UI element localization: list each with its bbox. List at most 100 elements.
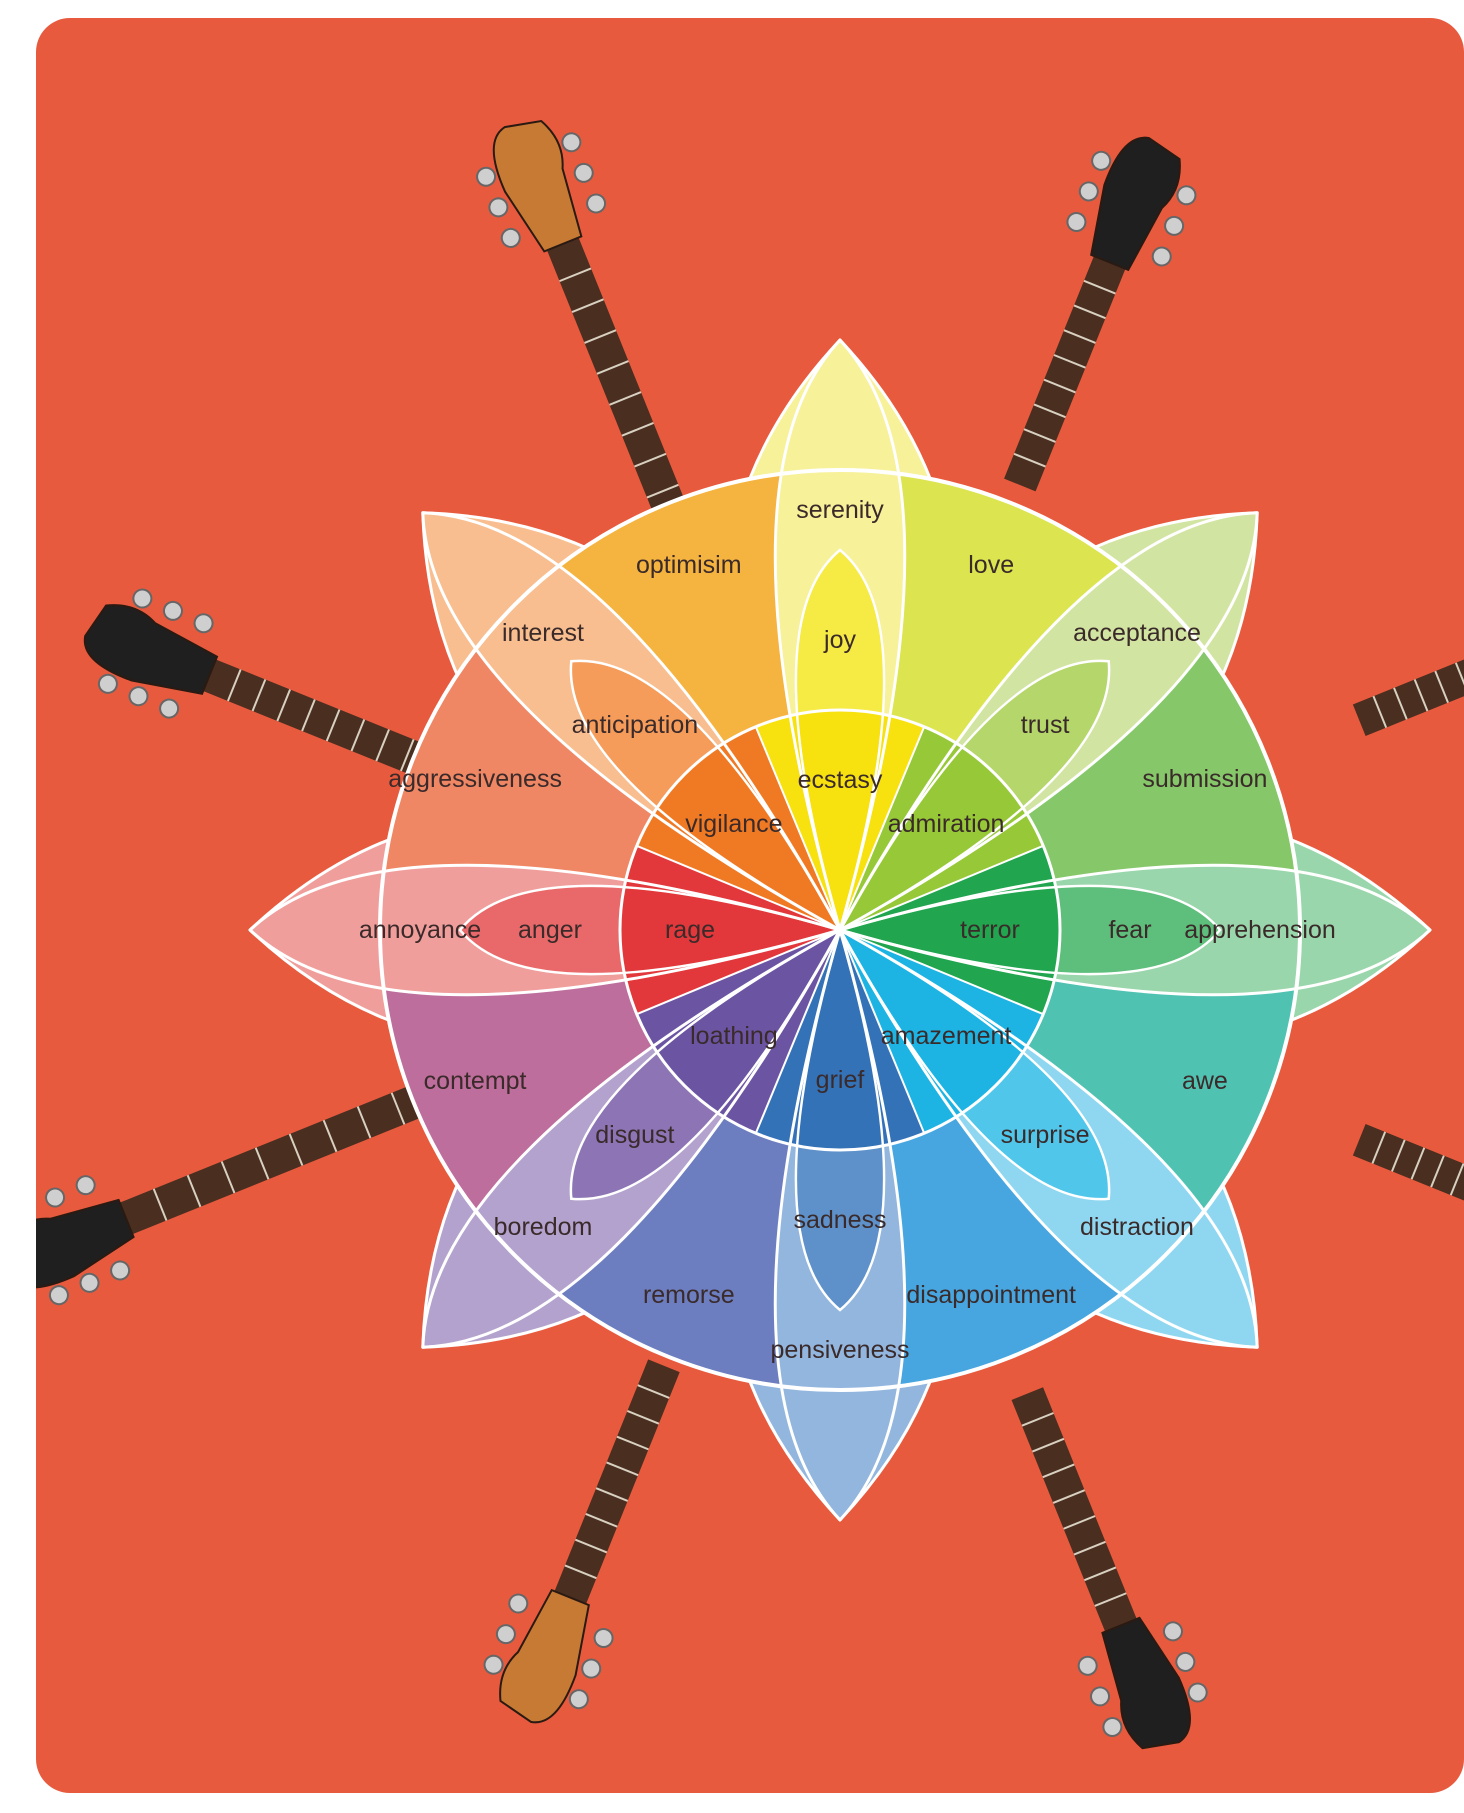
guitar-fret [1434,670,1449,704]
label-apprehension: apprehension [1184,916,1336,944]
guitar-tuning-peg [581,1658,602,1679]
guitar-tuning-peg [1090,1686,1111,1707]
label-acceptance: acceptance [1073,619,1201,647]
label-distraction: distraction [1080,1213,1194,1241]
guitar-tuning-peg [1175,1651,1196,1672]
guitar-tuning-peg [1102,1716,1123,1737]
guitar-top-left [476,119,691,529]
guitar-tuning-peg [45,1187,66,1208]
guitar-fret [1052,1489,1086,1504]
label-love: love [968,551,1014,579]
guitar-tuning-peg [97,673,118,694]
core-divider [636,929,841,1016]
petal-outline [838,511,1259,932]
poster-panel: ecstasyjoyserenityadmirationtrustaccepta… [13,18,1464,1793]
label-aggressiveness: aggressiveness [388,765,562,793]
plutchik-wheel: ecstasyjoyserenityadmirationtrustaccepta… [248,338,1432,1522]
inner-ring [618,708,1062,1152]
label-grief: grief [816,1066,865,1094]
guitar-fret [390,1092,406,1125]
guitar-fret [350,719,366,752]
label-anger: anger [518,916,582,944]
guitar-fret [1393,687,1408,720]
guitar-fret [220,1161,236,1194]
guitar-tuning-peg [13,1198,36,1221]
guitar-tuning-peg [193,613,214,634]
guitar-fret [564,1564,597,1580]
guitar-tuning-peg [48,1285,69,1306]
guitar-fret [1043,378,1076,394]
label-rage: rage [665,916,715,944]
guitar-headstock [36,1198,135,1289]
petal-inner-anticipation [636,726,840,930]
guitar-tuning-peg [1187,1682,1208,1703]
core-divider [839,726,926,931]
guitar-fret [1073,304,1106,320]
guitar-fret [596,360,629,375]
petal-inner-surprise [840,930,1044,1134]
label-awe: awe [1182,1067,1228,1095]
guitar-fret [325,709,341,742]
guitar-tuning-peg [1091,150,1112,171]
label-fear: fear [1108,916,1151,944]
core-divider [839,929,926,1134]
label-disgust: disgust [595,1121,674,1149]
label-disappointment: disappointment [906,1281,1076,1309]
guitar-fret [1021,1412,1054,1427]
guitar-fret [1410,1147,1426,1180]
label-contempt: contempt [424,1067,527,1095]
guitar-tuning-peg [1078,181,1099,202]
guitar-fret [1033,403,1066,419]
core-divider [754,726,841,931]
guitar-fret [637,1384,670,1399]
guitar-fret [254,1147,270,1180]
guitar-fret [1083,1566,1117,1582]
guitar-fret [375,729,390,762]
label-anticipation: anticipation [572,711,698,739]
label-loathing: loathing [690,1022,778,1050]
guitar-fret [1391,1139,1406,1172]
guitar-fret [574,1538,608,1554]
guitar-tuning-peg [1162,1621,1183,1642]
guitar-fret [251,679,267,712]
band-outline [794,925,886,1312]
petal-outline [421,928,842,1349]
guitar-fret [1031,1437,1065,1453]
guitar-tuning-peg [500,227,521,248]
petal-outline [838,863,1432,997]
guitar-tuning-peg [110,1260,131,1281]
label-amazement: amazement [881,1022,1012,1050]
guitar-tuning-peg [593,1627,614,1648]
label-remorse: remorse [643,1281,735,1309]
guitar-tuning-peg [159,698,180,719]
guitar-fret [609,391,642,406]
guitar-fret [1083,279,1116,295]
guitar-fret [595,1487,629,1502]
guitar-fret [1449,1163,1464,1196]
guitar-fret [322,1119,338,1153]
guitar-fret [621,422,654,437]
band-outline [836,926,1111,1201]
petal-outline [773,338,907,932]
guitar-left-upper [83,588,439,781]
guitar-tuning-peg [79,1272,100,1293]
core-divider [636,844,841,931]
guitar-headstock [1101,1616,1191,1750]
guitar-fret [1063,329,1096,344]
guitar-fret [1454,662,1464,695]
guitar-tuning-peg [508,1593,529,1614]
label-admiration: admiration [888,810,1005,838]
label-ecstasy: ecstasy [798,766,883,794]
guitar-fret [1042,1463,1075,1479]
guitar-tuning-peg [488,197,509,218]
label-boredom: boredom [494,1213,593,1241]
label-trust: trust [1021,711,1070,739]
guitar-tuning-peg [495,1624,516,1645]
wheel-labels: ecstasyjoyserenityadmirationtrustaccepta… [359,496,1336,1364]
guitar-headstock [1090,136,1181,272]
core-divider [754,929,841,1134]
petal-inner-trust [840,726,1044,930]
guitar-bottom-left [483,1359,680,1724]
guitar-fret [226,669,242,702]
label-interest: interest [502,619,584,647]
